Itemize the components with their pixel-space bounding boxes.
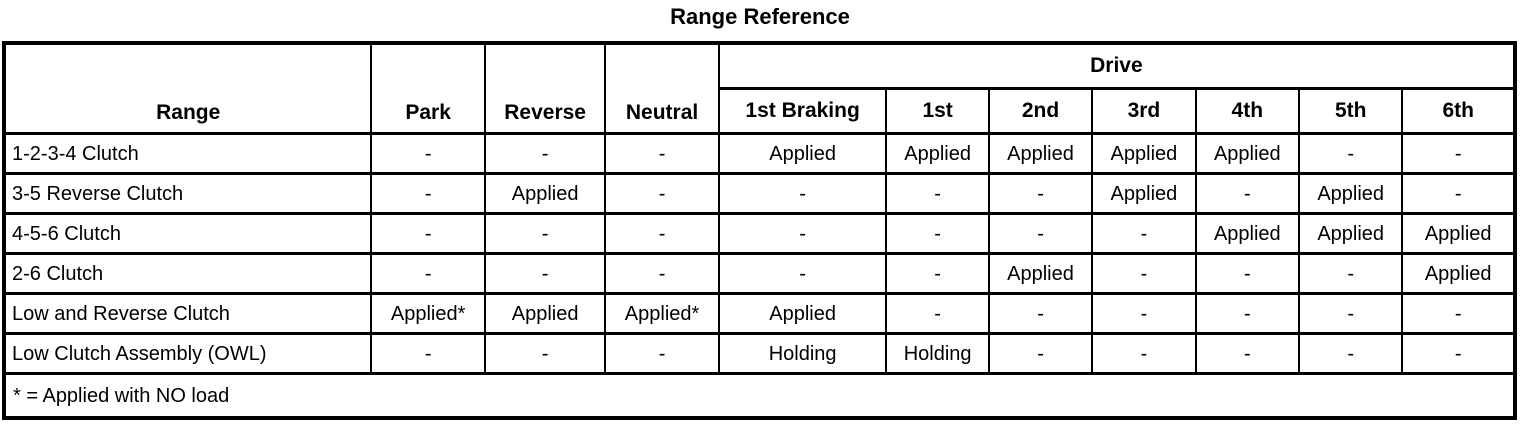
table-cell: -: [483, 332, 607, 375]
table-cell: -: [370, 212, 486, 255]
row-label: 2-6 Clutch: [2, 252, 373, 295]
table-cell: -: [717, 252, 888, 295]
table-row-low-and-reverse-clutch: Low and Reverse Clutch Applied* Applied …: [2, 292, 1516, 335]
table-cell: -: [1401, 332, 1516, 375]
table-cell: -: [885, 212, 990, 255]
table-cell: -: [1194, 252, 1301, 295]
table-cell: -: [1401, 172, 1516, 215]
table-cell: Applied: [885, 132, 990, 175]
table-cell: Applied*: [370, 292, 486, 335]
table-cell: Applied: [1297, 172, 1404, 215]
row-label: Low and Reverse Clutch: [2, 292, 373, 335]
table-cell: Applied: [987, 252, 1094, 295]
table-cell: -: [1091, 212, 1197, 255]
table-cell: -: [717, 212, 888, 255]
header-row-gears: 1st Braking 1st 2nd 3rd 4th 5th 6th: [4, 86, 1516, 136]
table-cell: -: [1297, 132, 1404, 175]
table-cell: -: [604, 212, 720, 255]
table-cell: -: [1401, 132, 1516, 175]
table-cell: -: [885, 172, 990, 215]
footnote-text: * = Applied with NO load: [3, 372, 1516, 420]
col-header-reverse: Reverse: [483, 41, 607, 135]
col-header-range: Range: [2, 41, 373, 135]
table-cell: -: [987, 212, 1094, 255]
table-cell: -: [885, 252, 990, 295]
col-header-2nd: 2nd: [987, 86, 1094, 136]
table-cell: Applied: [717, 292, 888, 335]
table-cell: Applied*: [604, 292, 720, 335]
table-row-3-5-reverse-clutch: 3-5 Reverse Clutch - Applied - - - - App…: [2, 172, 1516, 215]
table-row-1-2-3-4-clutch: 1-2-3-4 Clutch - - - Applied Applied App…: [2, 132, 1516, 175]
col-header-4th: 4th: [1194, 86, 1301, 136]
col-header-5th: 5th: [1297, 86, 1404, 136]
col-header-1st-braking: 1st Braking: [717, 86, 888, 136]
row-label: 1-2-3-4 Clutch: [2, 132, 373, 175]
table-row-4-5-6-clutch: 4-5-6 Clutch - - - - - - - Applied Appli…: [2, 212, 1516, 255]
table-cell: -: [604, 172, 720, 215]
table-cell: -: [604, 332, 720, 375]
table-cell: -: [1194, 172, 1301, 215]
table-cell: Applied: [1091, 132, 1197, 175]
row-label: 4-5-6 Clutch: [2, 212, 373, 255]
table-cell: -: [370, 252, 486, 295]
table-cell: -: [1091, 332, 1197, 375]
col-header-park: Park: [370, 41, 486, 135]
table-cell: -: [370, 332, 486, 375]
page-title: Range Reference: [670, 4, 850, 29]
table-cell: -: [1297, 332, 1404, 375]
table-cell: -: [885, 292, 990, 335]
table-cell: -: [483, 212, 607, 255]
table-cell: Applied: [1297, 212, 1404, 255]
header-row-drive: Range Park Reverse Neutral Drive: [2, 41, 1517, 135]
table-cell: Holding: [717, 332, 888, 375]
col-header-1st: 1st: [885, 86, 990, 136]
range-reference-table: Range Park Reverse Neutral Drive 1st Bra…: [2, 41, 1517, 420]
table-cell: Applied: [483, 292, 607, 335]
table-cell: Applied: [483, 172, 607, 215]
table-cell: -: [987, 172, 1094, 215]
table-cell: Applied: [1401, 252, 1516, 295]
table-cell: -: [604, 132, 720, 175]
table-cell: -: [987, 292, 1094, 335]
table-cell: -: [1194, 332, 1301, 375]
row-label: 3-5 Reverse Clutch: [2, 172, 373, 215]
footnote-row: * = Applied with NO load: [3, 372, 1516, 420]
col-header-neutral: Neutral: [604, 41, 720, 135]
table-cell: -: [370, 132, 486, 175]
table-cell: -: [717, 172, 888, 215]
table-cell: Applied: [1401, 212, 1516, 255]
table-cell: Applied: [1091, 172, 1197, 215]
table-cell: Holding: [885, 332, 990, 375]
table-cell: Applied: [1194, 212, 1301, 255]
table-cell: -: [604, 252, 720, 295]
table-cell: Applied: [1194, 132, 1301, 175]
col-header-6th: 6th: [1401, 86, 1516, 136]
table-cell: -: [483, 252, 607, 295]
table-cell: Applied: [987, 132, 1094, 175]
table-cell: -: [1297, 252, 1404, 295]
table-cell: -: [1194, 292, 1301, 335]
row-label: Low Clutch Assembly (OWL): [2, 332, 373, 375]
table-cell: Applied: [717, 132, 888, 175]
table-row-low-clutch-assembly-owl: Low Clutch Assembly (OWL) - - - Holding …: [2, 332, 1516, 375]
table-cell: -: [1091, 252, 1197, 295]
col-header-drive-group: Drive: [717, 41, 1517, 90]
table-cell: -: [1401, 292, 1516, 335]
col-header-3rd: 3rd: [1091, 86, 1197, 136]
table-cell: -: [483, 132, 607, 175]
table-cell: -: [987, 332, 1094, 375]
table-cell: -: [1091, 292, 1197, 335]
table-cell: -: [1297, 292, 1404, 335]
table-cell: -: [370, 172, 486, 215]
table-row-2-6-clutch: 2-6 Clutch - - - - - Applied - - - Appli…: [2, 252, 1516, 295]
